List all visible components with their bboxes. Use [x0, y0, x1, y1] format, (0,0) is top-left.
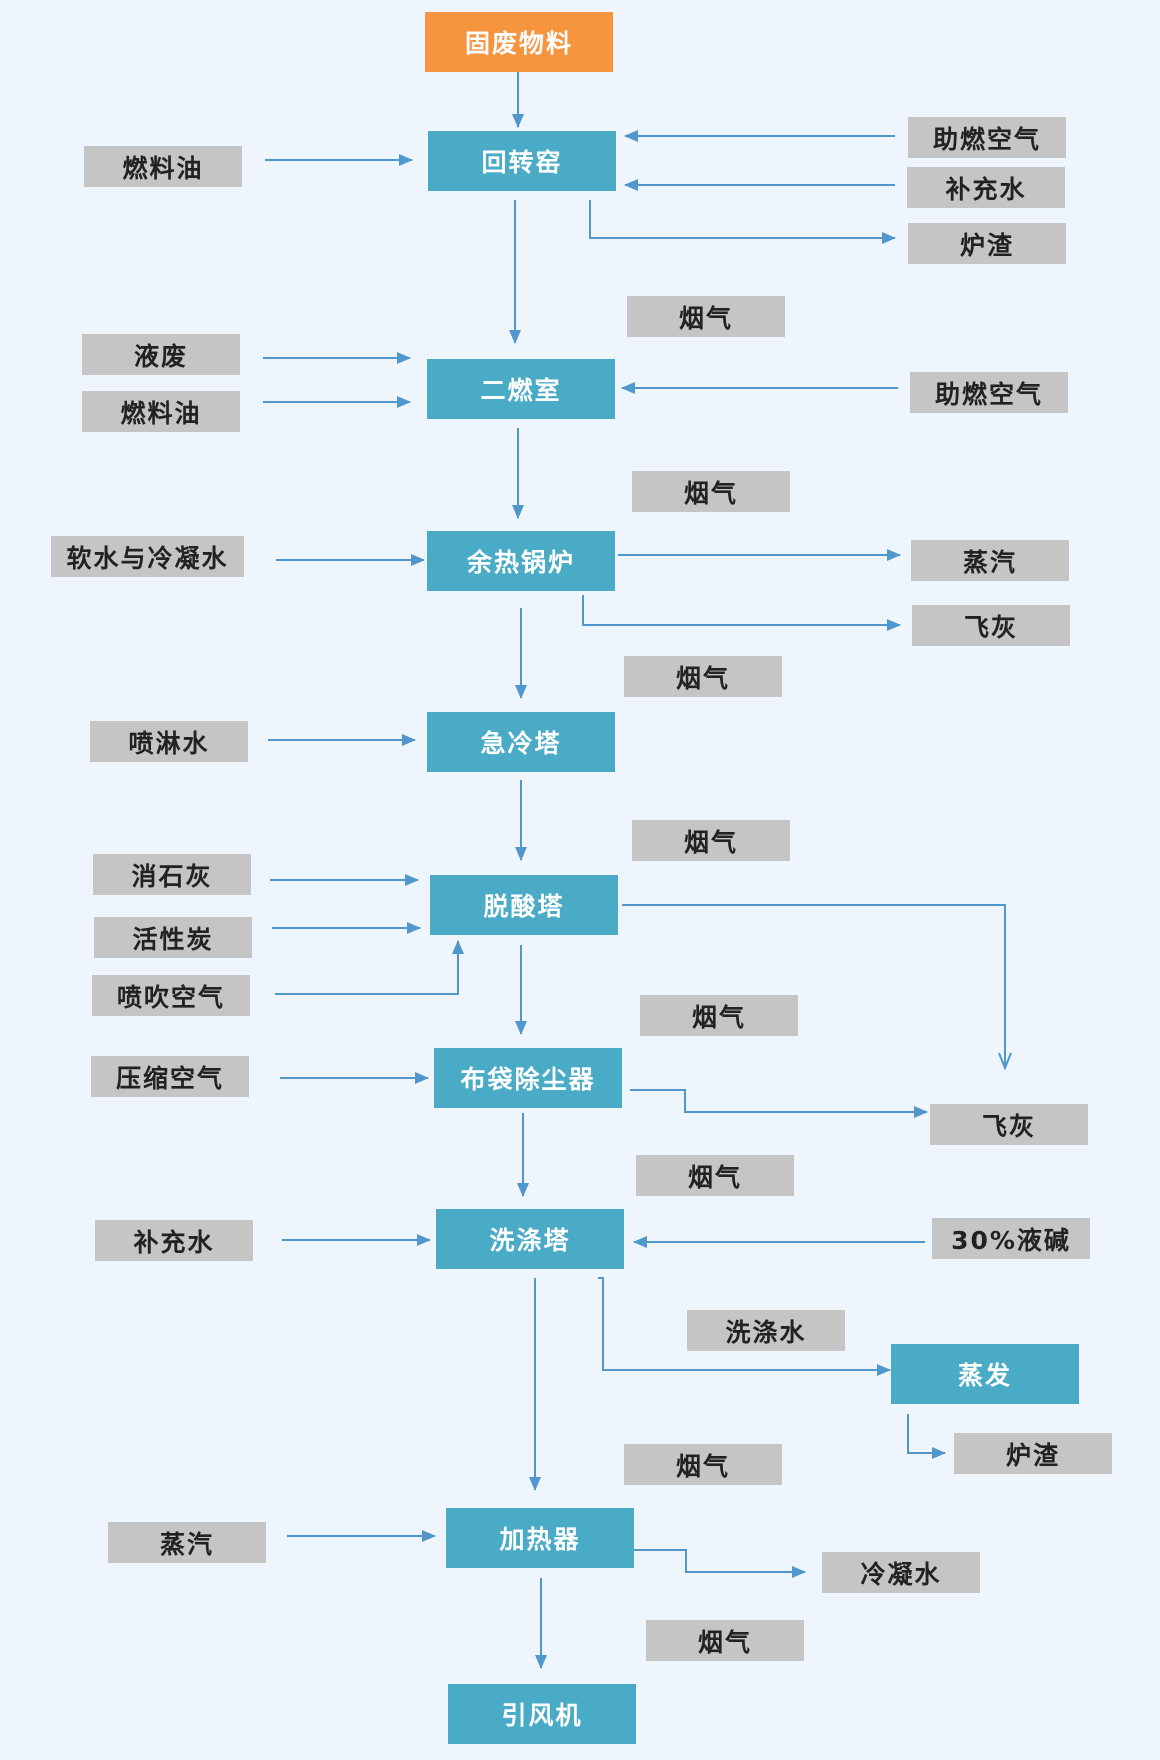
node-waste-heat-boiler: 余热锅炉 [427, 531, 615, 591]
input-slaked-lime: 消石灰 [93, 854, 251, 895]
arrow-fly-ash-1 [582, 595, 901, 631]
arrow-wash-water [598, 1277, 891, 1376]
input-makeup-water-1: 补充水 [907, 167, 1065, 208]
input-makeup-water-2: 补充水 [95, 1220, 253, 1261]
input-steam: 蒸汽 [108, 1522, 266, 1563]
arrow-slag-2 [907, 1414, 946, 1459]
input-compressed-air: 压缩空气 [91, 1056, 249, 1097]
arrow-injection-air [275, 940, 464, 995]
arrow-deacid-to-fly-ash [622, 904, 1005, 1068]
node-deacid-tower: 脱酸塔 [430, 875, 618, 935]
node-induced-fan: 引风机 [448, 1684, 636, 1744]
output-steam: 蒸汽 [911, 540, 1069, 581]
node-evaporation: 蒸发 [891, 1344, 1079, 1404]
input-fuel-oil-2: 燃料油 [82, 391, 240, 432]
input-combustion-air-2: 助燃空气 [910, 372, 1068, 413]
label-flue-gas-2: 烟气 [632, 471, 790, 512]
node-scrubber: 洗涤塔 [436, 1209, 624, 1269]
output-condensate: 冷凝水 [822, 1552, 980, 1593]
output-fly-ash-1: 飞灰 [912, 605, 1070, 646]
node-quench-tower: 急冷塔 [427, 712, 615, 772]
input-soft-water: 软水与冷凝水 [51, 536, 244, 577]
input-combustion-air-1: 助燃空气 [908, 117, 1066, 158]
label-flue-gas-3: 烟气 [624, 656, 782, 697]
node-rotary-kiln: 回转窑 [428, 131, 616, 191]
input-activated-carbon: 活性炭 [94, 917, 252, 958]
label-flue-gas-5: 烟气 [640, 995, 798, 1036]
input-fuel-oil-1: 燃料油 [84, 146, 242, 187]
input-liquid-waste: 液废 [82, 334, 240, 375]
node-solid-waste: 固废物料 [425, 12, 613, 72]
label-flue-gas-7: 烟气 [624, 1444, 782, 1485]
node-heater: 加热器 [446, 1508, 634, 1568]
arrow-fly-ash-2 [630, 1089, 928, 1118]
output-fly-ash-2: 飞灰 [930, 1104, 1088, 1145]
input-injection-air: 喷吹空气 [92, 975, 250, 1016]
label-flue-gas-4: 烟气 [632, 820, 790, 861]
input-spray-water: 喷淋水 [90, 721, 248, 762]
label-flue-gas-8: 烟气 [646, 1620, 804, 1661]
input-caustic: 30%液碱 [932, 1218, 1090, 1259]
output-slag-2: 炉渣 [954, 1433, 1112, 1474]
node-bag-filter: 布袋除尘器 [434, 1048, 622, 1108]
output-slag-1: 炉渣 [908, 223, 1066, 264]
node-secondary-chamber: 二燃室 [427, 359, 615, 419]
label-flue-gas-1: 烟气 [627, 296, 785, 337]
label-flue-gas-6: 烟气 [636, 1155, 794, 1196]
arrow-condensate [634, 1549, 806, 1578]
arrow-slag-1 [589, 200, 896, 244]
output-wash-water: 洗涤水 [687, 1310, 845, 1351]
